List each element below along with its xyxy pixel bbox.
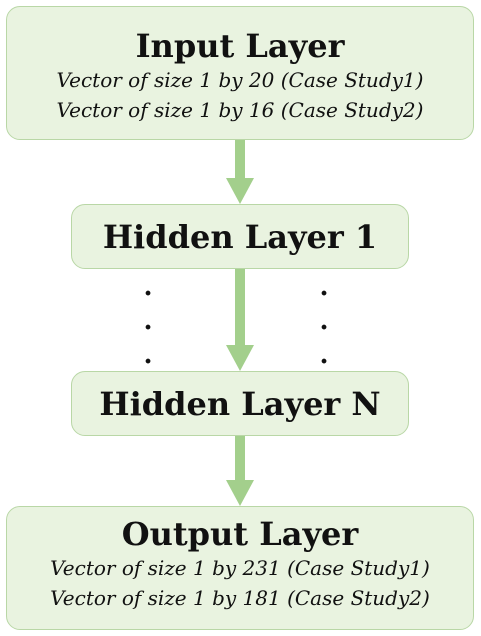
output-layer-title: Output Layer (121, 515, 359, 553)
arrow-hiddenN-to-output (235, 436, 245, 482)
ellipsis-dot: . (143, 340, 153, 370)
output-layer-line-1: Vector of size 1 by 231 (Case Study1) (50, 556, 430, 580)
arrow-head-input-to-hidden1 (226, 178, 254, 204)
arrow-head-hiddenN-to-output (226, 480, 254, 506)
input-layer-line-2: Vector of size 1 by 16 (Case Study2) (56, 98, 424, 122)
hidden-layer-1-title: Hidden Layer 1 (102, 218, 378, 256)
ellipsis-dot: . (319, 306, 329, 336)
input-layer-box: Input Layer Vector of size 1 by 20 (Case… (6, 6, 474, 140)
ellipsis-dot: . (319, 272, 329, 302)
hidden-layer-n-title: Hidden Layer N (99, 385, 381, 423)
hidden-layer-n-box: Hidden Layer N (71, 371, 409, 436)
input-layer-title: Input Layer (135, 27, 345, 65)
ellipsis-dot: . (143, 306, 153, 336)
input-layer-line-1: Vector of size 1 by 20 (Case Study1) (56, 68, 424, 92)
output-layer-box: Output Layer Vector of size 1 by 231 (Ca… (6, 506, 474, 630)
output-layer-line-2: Vector of size 1 by 181 (Case Study2) (50, 586, 430, 610)
ellipsis-dot: . (143, 272, 153, 302)
arrow-head-hidden1-to-hiddenN (226, 345, 254, 371)
hidden-layer-1-box: Hidden Layer 1 (71, 204, 409, 269)
ellipsis-dot: . (319, 340, 329, 370)
ellipsis-left: . . . (143, 270, 153, 372)
arrow-hidden1-to-hiddenN (235, 269, 245, 347)
arrow-input-to-hidden1 (235, 140, 245, 180)
ellipsis-right: . . . (319, 270, 329, 372)
